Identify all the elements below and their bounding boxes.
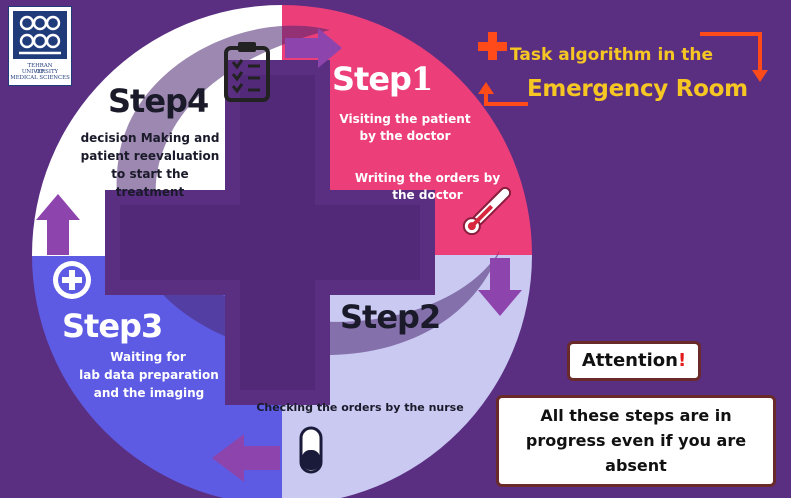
logo-emblem-icon [13,11,67,59]
note-line3: absent [605,456,667,475]
arrow-step2-to-step3 [212,434,280,482]
step1-line2: by the doctor [359,129,451,143]
arrow-step1-to-step2 [478,258,522,316]
header-arrow-left [484,92,528,106]
header-title-line1: Task algorithm in the [510,45,714,65]
step4-line1: decision Making and [80,131,220,145]
logo-text-line3: MEDICAL SCIENCES [10,75,70,81]
arrow-step4-to-step1 [285,28,342,68]
step1-line3: Writing the orders by [354,171,501,185]
step3-line2: lab data preparation [79,368,219,382]
step4-line3: to start the [111,167,189,181]
note-line1: All these steps are in [540,406,732,425]
header-arrow-right-head [752,70,768,82]
university-logo: TEHRAN UNIVERSITY OF MEDICAL SCIENCES [8,6,72,86]
header-arrow-right [700,32,762,72]
test-tube-icon [299,426,323,474]
note-box: All these steps are in progress even if … [496,395,776,487]
step4-line2: patient reevaluation [80,149,220,163]
step2-line1: Checking the orders by the nurse [256,401,464,414]
logo-text-line2: OF [35,69,45,75]
step2-title: Step2 [340,298,441,336]
step1-line1: Visiting the patient [339,112,471,126]
step3-title: Step3 [62,307,163,345]
step3-line3: and the imaging [93,386,205,400]
thermometer-icon [462,186,512,236]
clipboard-icon [224,42,270,102]
logo-text-line1: TEHRAN UNIVERSITY [21,63,59,75]
plus-circle-icon [53,261,91,299]
step1-line4: the doctor [392,188,463,202]
step1-title: Step1 [332,60,433,98]
header-arrow-left-head [478,82,494,94]
attention-box: Attention! [567,341,701,381]
note-line2: progress even if you are [525,431,747,450]
red-cross-icon [478,32,507,60]
step4-line4: treatment [115,185,185,199]
arrow-step3-to-step4 [36,194,80,255]
step4-title: Step4 [108,82,209,120]
step3-line1: Waiting for [110,350,186,364]
attention-label: Attention! [581,350,687,371]
header-title-line2: Emergency Room [527,76,748,102]
